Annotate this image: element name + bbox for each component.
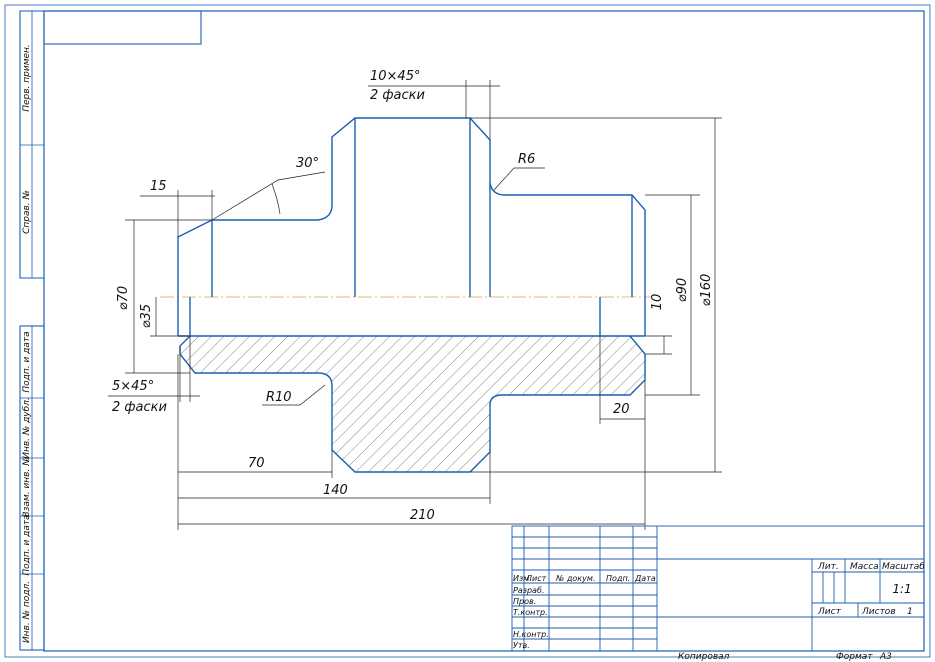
side-column: Перв. примен. Справ. № Подп. и дата Инв.… xyxy=(19,10,45,651)
side-label-podp-2: Подп. и дата xyxy=(22,514,32,575)
dimensions: 10×45° 2 фаски R6 30° 15 ⌀70 ⌀35 5×45° 2… xyxy=(108,69,722,530)
side-label-podp-1: Подп. и дата xyxy=(22,331,32,392)
tb-scale-value: 1:1 xyxy=(892,582,911,596)
dim-chamfer-top-value: 10×45° xyxy=(370,69,420,84)
lower-outline xyxy=(179,335,646,473)
tb-sheets-value: 1 xyxy=(907,607,913,617)
side-label-inv-podl: Инв. № подл. xyxy=(22,581,32,643)
tb-row-utv: Утв. xyxy=(513,641,530,650)
dim-angle: 30° xyxy=(296,156,319,171)
dim-chamfer-bottom-note: 2 фаски xyxy=(112,400,167,415)
side-label-perv: Перв. примен. xyxy=(22,44,32,112)
tb-col-date: Дата xyxy=(634,574,656,583)
dim-len-20: 20 xyxy=(613,402,630,417)
tb-masshtab: Масштаб xyxy=(882,562,925,572)
dim-chamfer-bottom-value: 5×45° xyxy=(112,379,154,394)
side-label-sprav: Справ. № xyxy=(22,190,32,234)
title-block: Изм. Лист № докум. Подп. Дата Разраб. Пр… xyxy=(511,525,925,652)
side-label-inv-dubl: Инв. № дубл. xyxy=(22,397,32,459)
tb-col-doc: № докум. xyxy=(555,574,595,583)
part-drawing xyxy=(160,117,652,473)
dim-dia-90: ⌀90 xyxy=(675,278,690,302)
dim-gap-10: 10 xyxy=(650,294,665,311)
dim-len-70: 70 xyxy=(248,456,265,471)
dim-dia-70: ⌀70 xyxy=(116,286,131,310)
side-label-vzam: Взам. инв. № xyxy=(22,456,32,517)
dim-radius-top: R6 xyxy=(518,152,535,167)
tb-col-list: Лист xyxy=(525,574,547,583)
tb-sheets-label: Листов xyxy=(861,607,896,617)
tb-row-prov: Пров. xyxy=(513,597,536,606)
dim-dia-35: ⌀35 xyxy=(139,304,154,328)
tb-lit: Лит. xyxy=(817,562,839,572)
tb-sheet-label: Лист xyxy=(817,607,842,617)
tb-col-izm: Изм. xyxy=(513,574,532,583)
tb-row-nkontr: Н.контр. xyxy=(513,630,549,639)
caption-format-value: А3 xyxy=(879,652,892,662)
dim-dia-160: ⌀160 xyxy=(699,274,714,307)
tb-massa: Масса xyxy=(850,562,879,572)
tb-row-razrab: Разраб. xyxy=(513,586,544,595)
caption-copied: Копировал xyxy=(678,652,730,662)
dim-width-15: 15 xyxy=(150,179,167,194)
dim-len-210: 210 xyxy=(410,508,435,523)
dim-chamfer-top-note: 2 фаски xyxy=(370,88,425,103)
upper-outline xyxy=(177,117,646,336)
tb-col-sign: Подп. xyxy=(606,574,630,583)
section-hatch xyxy=(180,336,645,472)
tb-row-tkontr: Т.контр. xyxy=(513,608,548,617)
dim-radius-bottom: R10 xyxy=(266,390,292,405)
dim-len-140: 140 xyxy=(323,483,348,498)
caption-format-label: Формат xyxy=(836,652,873,662)
